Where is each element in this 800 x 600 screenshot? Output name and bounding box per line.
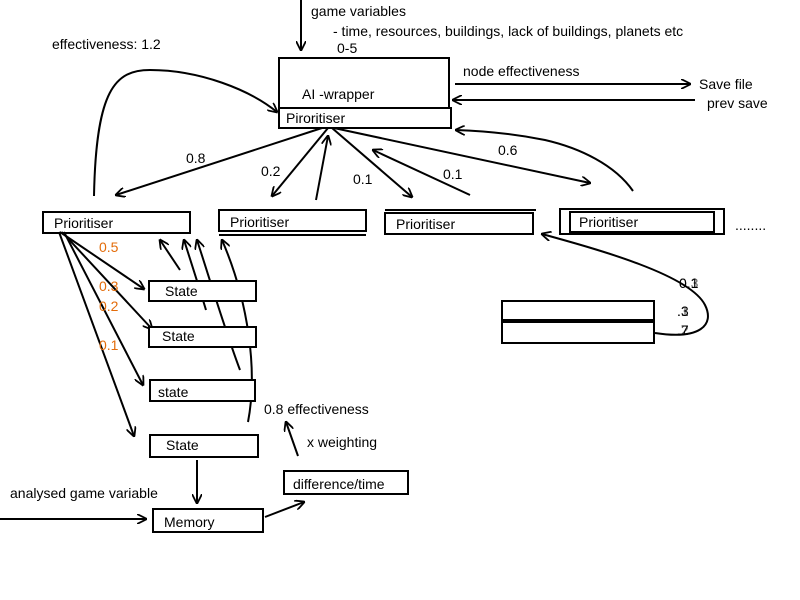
prioritiser-label: Prioritiser	[396, 216, 455, 232]
edge-to-prioritiser-3	[331, 127, 412, 197]
state-return-arrow	[197, 240, 241, 371]
prioritiser-box-2	[218, 209, 367, 232]
range-label: 0-5	[337, 40, 357, 56]
ai-prioritiser-label: Piroritiser	[286, 110, 345, 126]
right-weight-overlay: 0.3	[679, 275, 699, 291]
edge-to-state-4	[58, 231, 134, 436]
state-weight-label: 0.5	[99, 239, 119, 255]
game-variables-list: - time, resources, buildings, lack of bu…	[333, 23, 683, 39]
edge-from-prioritiser-3	[373, 150, 471, 196]
state-weight-label: 0.1	[99, 337, 119, 353]
edge-to-state-3	[63, 231, 143, 385]
prioritiser-box-1	[42, 211, 191, 234]
ai-prioritiser-box	[278, 107, 452, 129]
weight-label: 0.8	[186, 150, 206, 166]
edge-to-prioritiser-4	[333, 127, 590, 183]
state-box-3	[149, 379, 256, 402]
ellipsis-label: ........	[735, 217, 766, 233]
state-label: State	[165, 283, 198, 299]
state-label: state	[158, 384, 189, 400]
edge-from-prioritiser-4	[456, 130, 634, 192]
state-label: State	[162, 328, 195, 344]
state-weight-label: 0.2	[99, 298, 119, 314]
analysed-game-variable-label: analysed game variable	[10, 485, 158, 501]
weight-label: 0.1	[443, 166, 463, 182]
state-box-1	[148, 280, 257, 302]
effectiveness-feedback-arrow	[93, 68, 277, 197]
prioritiser-label: Prioritiser	[579, 214, 638, 230]
memory-label: Memory	[164, 514, 215, 530]
state-return-arrow	[160, 240, 181, 271]
edge-to-prioritiser-2	[272, 127, 329, 196]
right-weight-label: .7	[677, 322, 689, 338]
memory-to-difference-arrow	[264, 502, 304, 518]
game-variables-label: game variables	[311, 3, 406, 19]
state-box-2	[148, 326, 257, 348]
weight-label: 0.2	[261, 163, 281, 179]
right-weight-label: .3	[677, 303, 689, 319]
difference-time-box	[283, 470, 409, 495]
right-box-2	[501, 321, 655, 344]
edge-to-state-2	[61, 231, 152, 329]
weight-label: 0.6	[498, 142, 518, 158]
edge-to-prioritiser-1	[116, 127, 323, 195]
save-file-label: Save file	[699, 76, 753, 92]
x-weighting-label: x weighting	[307, 434, 377, 450]
state-box-4	[149, 434, 259, 458]
prioritiser-box-4-inner	[569, 211, 715, 233]
memory-box	[152, 508, 264, 533]
right-weight-overlay: .2	[677, 322, 689, 338]
right-box-1	[501, 300, 655, 321]
weighting-arrow	[286, 422, 299, 457]
state-label: State	[166, 437, 199, 453]
ai-wrapper-label: AI -wrapper	[302, 86, 375, 102]
effectiveness-output-label: 0.8 effectiveness	[264, 401, 369, 417]
prioritiser-box-3	[384, 212, 534, 235]
weight-label: 0.1	[353, 171, 373, 187]
difference-time-label: difference/time	[293, 476, 385, 492]
node-effectiveness-label: node effectiveness	[463, 63, 580, 79]
effectiveness-label: effectiveness: 1.2	[52, 36, 161, 52]
state-return-arrow	[184, 240, 207, 311]
edge-to-state-1	[59, 231, 144, 289]
prev-save-label: prev save	[707, 95, 768, 111]
edge-from-prioritiser-2	[315, 136, 328, 201]
prioritiser-label: Prioritiser	[230, 214, 289, 230]
right-weight-label: 0.1	[679, 275, 699, 291]
right-feedback-arrow	[542, 234, 709, 336]
right-weight-overlay: .1	[677, 303, 689, 319]
prioritiser-label: Prioritiser	[54, 215, 113, 231]
state-weight-label: 0.3	[99, 278, 119, 294]
